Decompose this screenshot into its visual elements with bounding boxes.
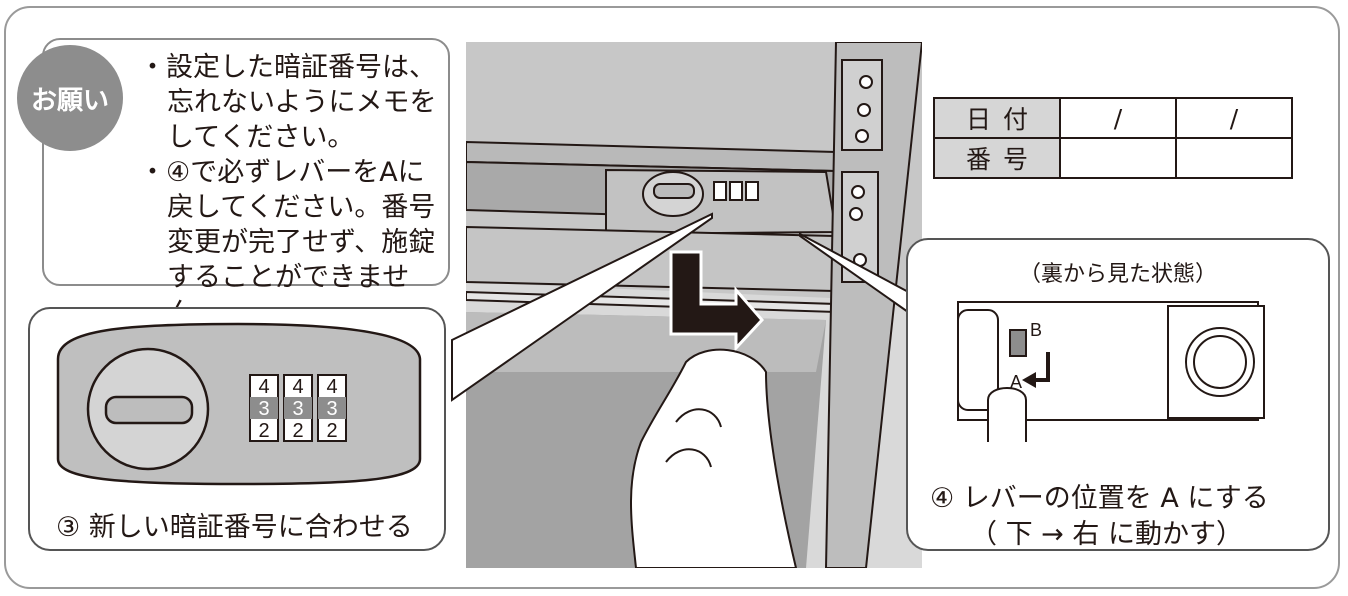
number-label: 番号 <box>933 137 1061 179</box>
date-cell: / <box>1059 97 1177 139</box>
dial-digit: 4 <box>292 376 303 398</box>
table-row: 日付 / / <box>933 97 1293 139</box>
notice-line: してください。 <box>167 122 355 153</box>
dial-digit-selected: 3 <box>326 398 337 420</box>
date-cell: / <box>1175 97 1293 139</box>
combination-dial-illustration: 4 3 2 4 3 2 4 3 2 <box>56 322 422 486</box>
memo-table: 日付 / / 番号 <box>933 97 1293 179</box>
back-view-title: （裏から見た状態） <box>1018 262 1217 287</box>
notice-line: 変更が完了せず、施錠 <box>167 227 436 258</box>
dial-callout: 4 3 2 4 3 2 4 3 2 ③ 新しい暗証番号に合わせる <box>28 307 446 551</box>
notice-box: ・設定した暗証番号は、 忘れないようにメモを してください。 ・④で必ずレバーを… <box>42 38 450 328</box>
label-a: A <box>1010 372 1022 392</box>
dial-digit: 4 <box>326 376 337 398</box>
dial-digit-selected: 3 <box>258 398 269 420</box>
number-cell <box>1175 137 1293 179</box>
dial-digit: 2 <box>292 420 303 442</box>
cabinet-lock-illustration <box>466 42 922 568</box>
dial-digit-selected: 3 <box>292 398 303 420</box>
step4-caption-line1: ④ レバーの位置を A にする <box>930 483 1269 514</box>
notice-line: ・④で必ずレバーをAに <box>139 157 425 188</box>
notice-line: 忘れないようにメモを <box>167 87 437 118</box>
table-row: 番号 <box>933 137 1293 179</box>
lock-back-illustration: B A <box>957 301 1265 442</box>
step3-caption: ③ 新しい暗証番号に合わせる <box>56 512 413 543</box>
dial-digit: 2 <box>258 420 269 442</box>
dial-digit: 2 <box>326 420 337 442</box>
number-cell <box>1059 137 1177 179</box>
notice-badge: お願い <box>17 45 123 151</box>
notice-text: ・設定した暗証番号は、 忘れないようにメモを してください。 ・④で必ずレバーを… <box>139 50 444 330</box>
step4-caption-line2: （ 下 → 右 に動かす） <box>970 519 1243 550</box>
notice-line: 戻してください。番号 <box>167 192 436 223</box>
back-view-callout: （裏から見た状態） B A ④ レバーの位置を A にする （ 下 → 右 に動… <box>906 238 1330 551</box>
dial-digit: 4 <box>258 376 269 398</box>
main-illustration <box>466 42 922 568</box>
notice-line: ・設定した暗証番号は、 <box>139 52 436 83</box>
date-label: 日付 <box>933 97 1061 139</box>
label-b: B <box>1030 320 1042 340</box>
